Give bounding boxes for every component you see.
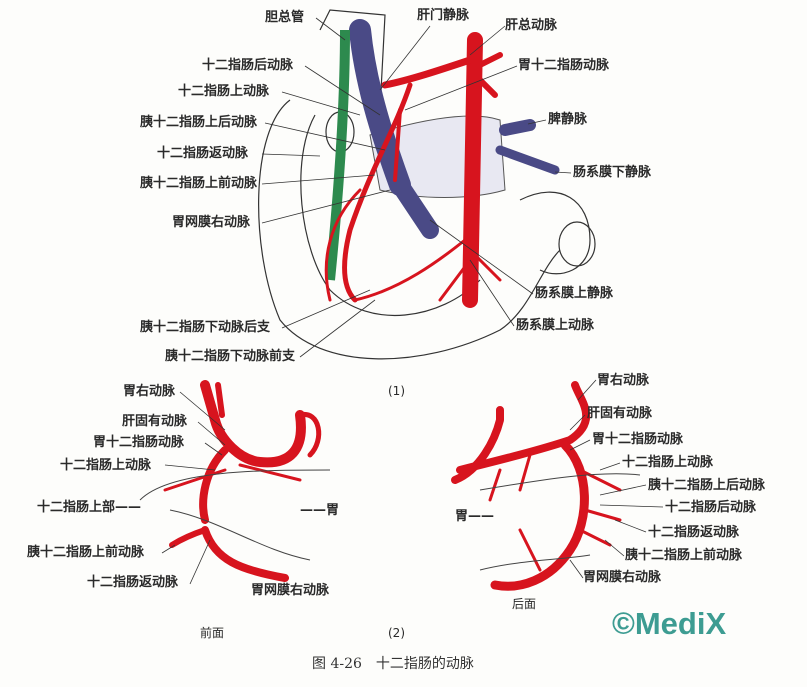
arteries-fig1: [324, 32, 503, 308]
back-label-recurrent-duodenal-artery: 十二指肠返动脉: [648, 525, 740, 540]
front-label-proper-hepatic-artery: 肝固有动脉: [122, 414, 188, 429]
front-view-title: 前面: [200, 626, 225, 640]
front-label-gastroduodenal-artery: 胃十二指肠动脉: [93, 435, 185, 450]
label-splenic-vein: 脾静脉: [548, 112, 588, 127]
label-common-bile-duct: 胆总管: [265, 10, 305, 25]
label-inf-pd-anterior-branch: 胰十二指肠下动脉前支: [165, 349, 296, 364]
figure2-number: (2): [388, 626, 405, 640]
label-supraduodenal-artery: 十二指肠上动脉: [178, 84, 270, 99]
label-ant-sup-pancreaticoduodenal: 胰十二指肠上前动脉: [140, 176, 258, 191]
front-label-ant-sup-pancreaticoduodenal: 胰十二指肠上前动脉: [27, 545, 145, 560]
figure-caption: 图 4-26 十二指肠的动脉: [312, 656, 474, 672]
front-label-supraduodenal-artery: 十二指肠上动脉: [60, 458, 152, 473]
back-label-post-sup-pancreaticoduodenal: 胰十二指肠上后动脉: [648, 478, 766, 493]
label-superior-mesenteric-vein: 肠系膜上静脉: [535, 286, 614, 301]
arteries-front-view: [163, 380, 322, 582]
veins: [349, 19, 560, 239]
bile-duct: [325, 29, 350, 281]
front-label-right-gastroepiploic-artery: 胃网膜右动脉: [251, 583, 330, 598]
back-label-gastroduodenal-artery: 胃十二指肠动脉: [592, 432, 684, 447]
label-common-hepatic-artery: 肝总动脉: [505, 18, 558, 33]
back-label-stomach: 胃——: [455, 509, 495, 524]
leader-lines: [161, 17, 664, 585]
back-label-ant-sup-pancreaticoduodenal: 胰十二指肠上前动脉: [625, 548, 743, 563]
front-label-recurrent-duodenal-artery: 十二指肠返动脉: [87, 575, 179, 590]
label-hepatic-portal-vein: 肝门静脉: [417, 8, 470, 23]
back-label-right-gastroepiploic-artery: 胃网膜右动脉: [583, 570, 662, 585]
front-label-superior-duodenum: 十二指肠上部——: [37, 500, 142, 515]
label-right-gastroepiploic-artery: 胃网膜右动脉: [172, 215, 251, 230]
label-inferior-mesenteric-vein: 肠系膜下静脉: [573, 165, 652, 180]
label-retroduodenal-artery: 十二指肠后动脉: [202, 58, 294, 73]
label-post-sup-pancreaticoduodenal: 胰十二指肠上后动脉: [140, 115, 258, 130]
duodenum-hatch-back: [479, 473, 641, 571]
watermark: ©MediX: [612, 606, 727, 641]
back-label-right-gastric-artery: 胃右动脉: [597, 373, 650, 388]
back-label-retroduodenal-artery: 十二指肠后动脉: [665, 500, 757, 515]
label-superior-mesenteric-artery: 肠系膜上动脉: [516, 318, 595, 333]
label-inf-pd-posterior-branch: 胰十二指肠下动脉后支: [140, 320, 271, 335]
figure1-number: (1): [388, 384, 405, 398]
label-recurrent-duodenal-artery: 十二指肠返动脉: [157, 146, 249, 161]
front-label-stomach: ——胃: [300, 503, 340, 518]
back-view-title: 后面: [512, 597, 537, 611]
label-gastroduodenal-artery: 胃十二指肠动脉: [518, 58, 610, 73]
back-label-supraduodenal-artery: 十二指肠上动脉: [622, 455, 714, 470]
back-label-proper-hepatic-artery: 肝固有动脉: [587, 406, 653, 421]
duodenum-hatch-front: [139, 469, 331, 561]
arteries-back-view: [451, 381, 622, 591]
front-label-right-gastric-artery: 胃右动脉: [123, 384, 176, 399]
